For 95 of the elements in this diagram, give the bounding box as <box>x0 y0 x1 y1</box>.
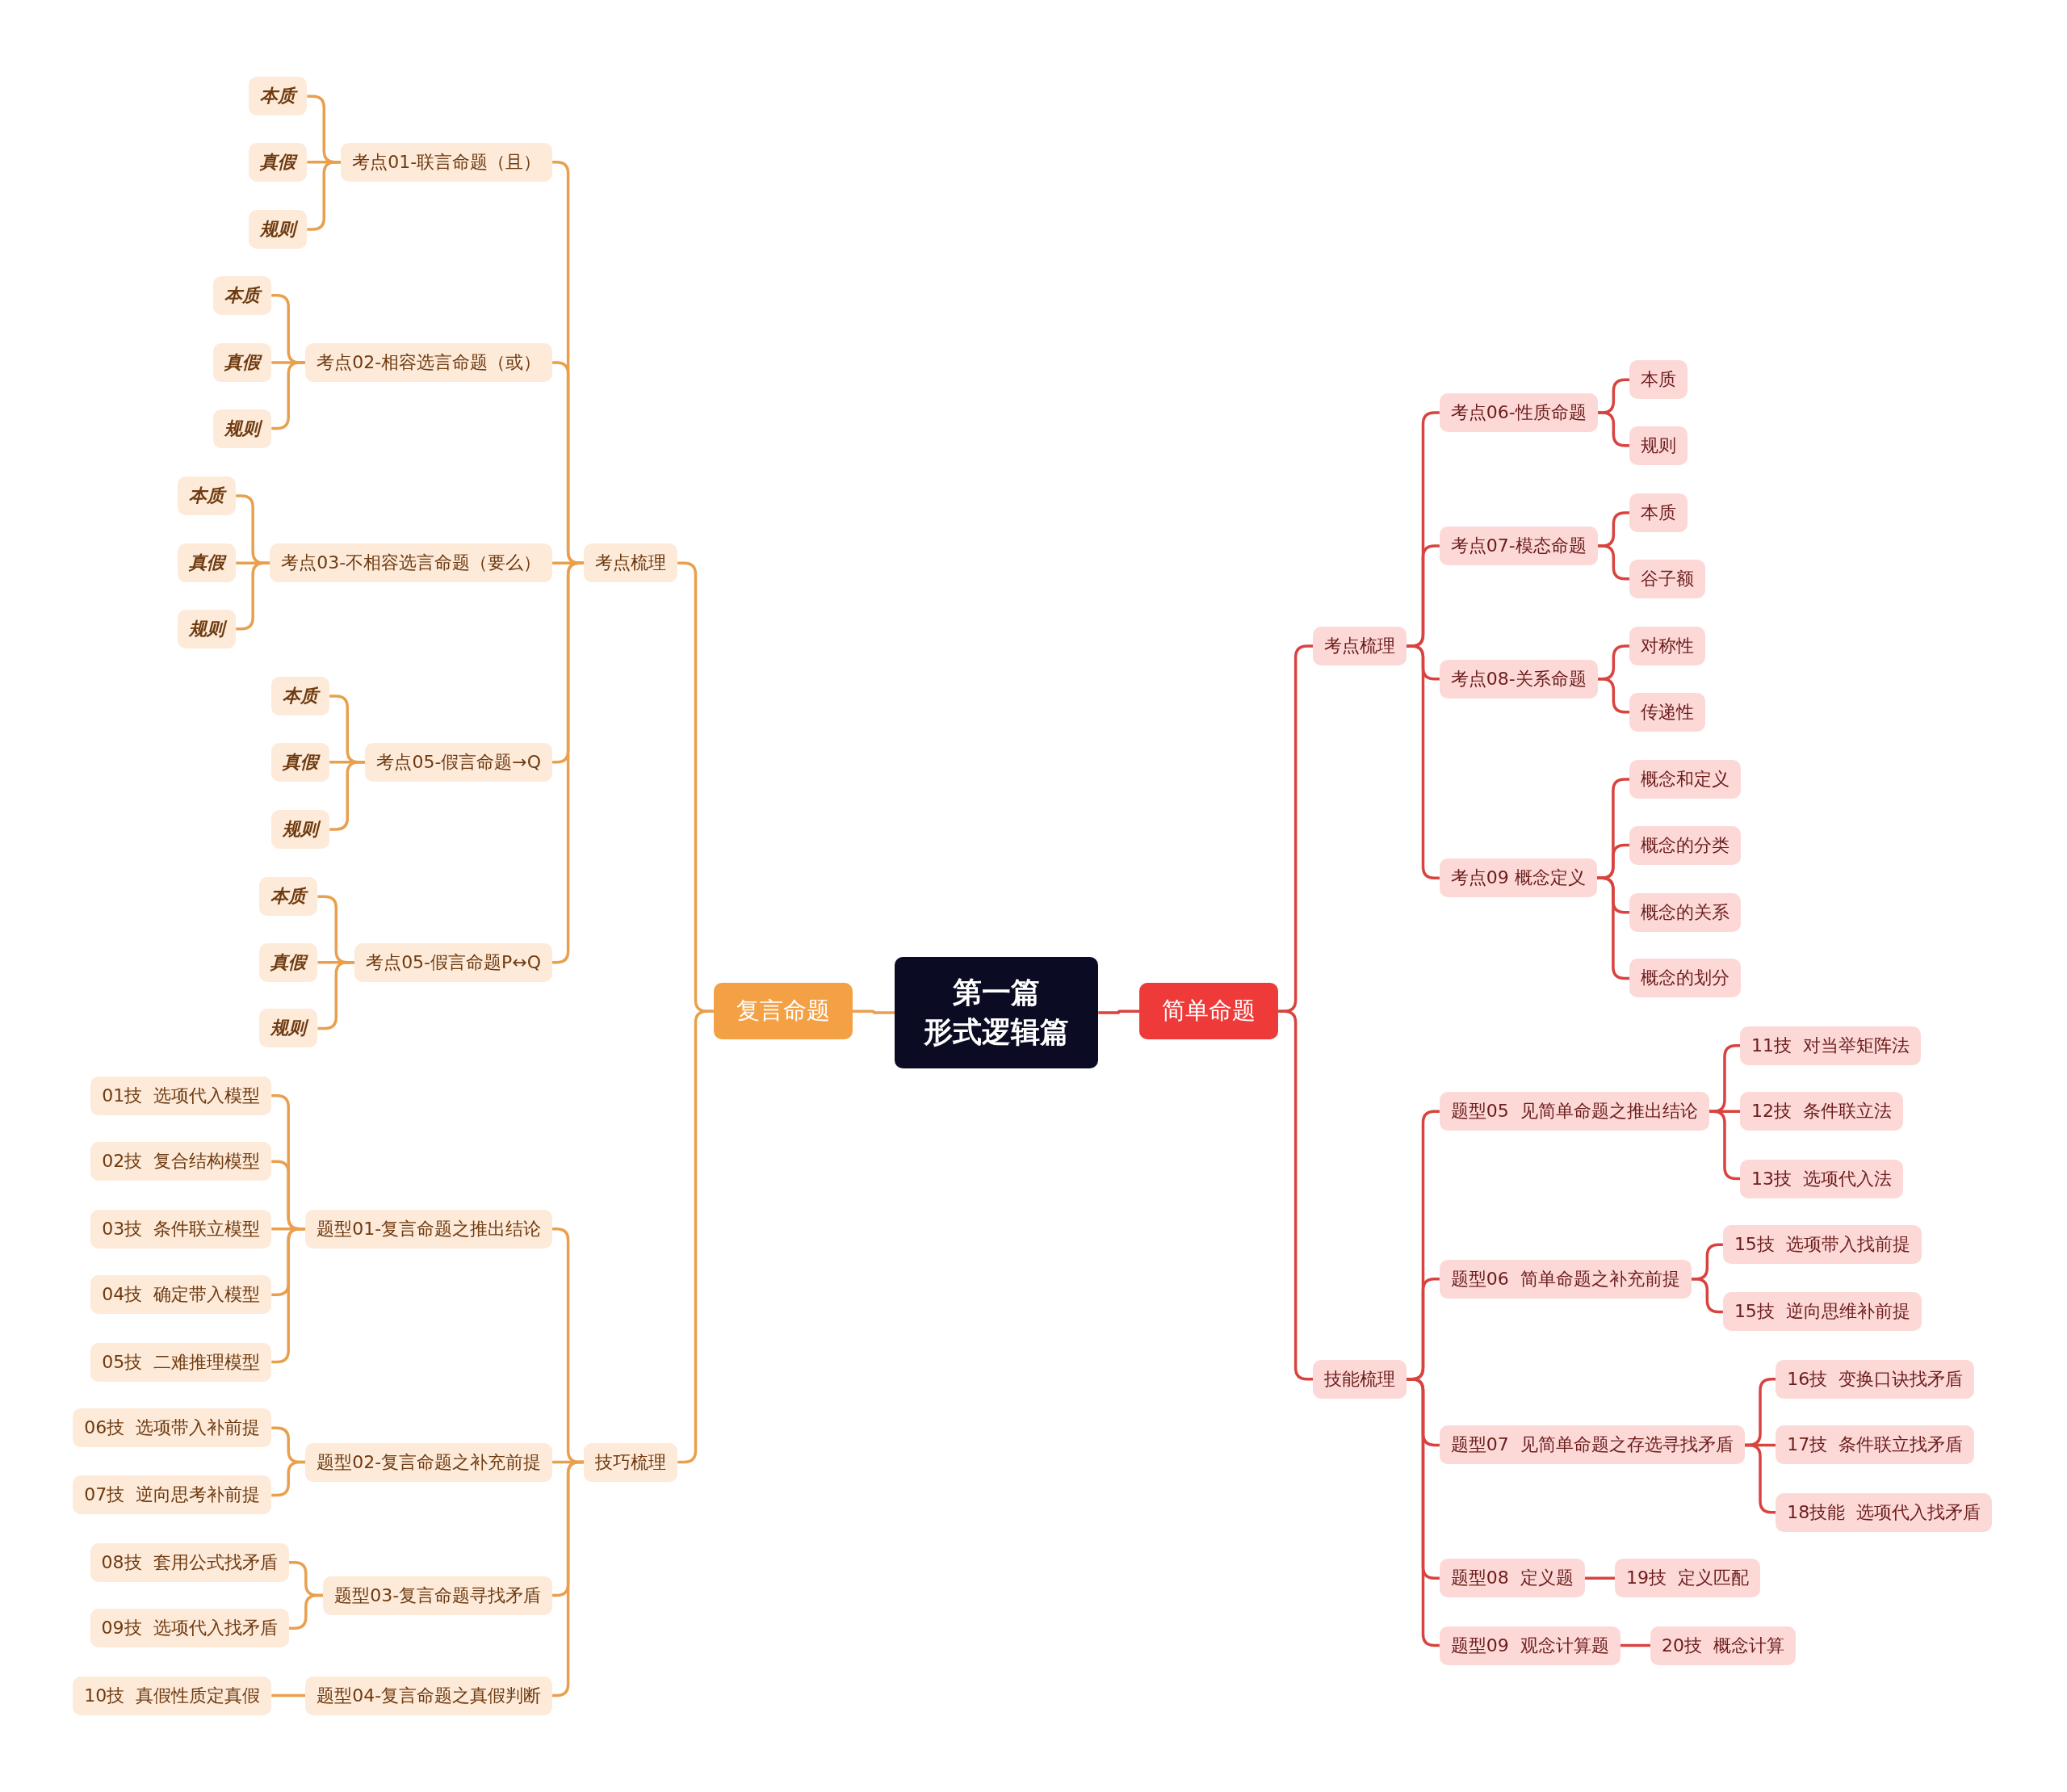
subtopic-box: 本质 <box>1629 493 1688 533</box>
subtopic-box: 15技 逆向思维补前提 <box>1722 1292 1922 1332</box>
subtopic-box: 考点06-性质命题 <box>1439 393 1598 432</box>
connector-line <box>1691 1277 1723 1314</box>
subtopic-box: 题型04-复言命题之真假判断 <box>305 1676 553 1715</box>
subtopic-box: 07技 逆向思考补前提 <box>73 1475 272 1515</box>
connector-line <box>271 361 306 430</box>
subtopic-box: 15技 选项带入找前提 <box>1722 1225 1922 1265</box>
connector-line <box>307 161 342 231</box>
subtopic-box: 05技 二难推理模型 <box>90 1342 272 1382</box>
subtopic-box: 谷子额 <box>1629 559 1705 598</box>
root-box: 第一篇 形式逻辑篇 <box>895 956 1099 1068</box>
subtopic-box: 概念的关系 <box>1629 892 1741 932</box>
subtopic-box: 题型09 观念计算题 <box>1439 1626 1620 1665</box>
subtopic-box: 13技 选项代入法 <box>1740 1159 1904 1198</box>
subtopic-box: 本质 <box>213 275 272 315</box>
subtopic-box: 真假 <box>259 942 318 982</box>
subtopic-box: 本质 <box>271 677 330 716</box>
subtopic-box: 规则 <box>259 1009 318 1048</box>
subtopic-box: 本质 <box>1629 360 1688 400</box>
subtopic-box: 本质 <box>178 476 237 515</box>
subtopic-box: 12技 条件联立法 <box>1740 1092 1904 1131</box>
subtopic-box: 规则 <box>1629 426 1688 465</box>
subtopic-box: 考点03-不相容选言命题（要么） <box>270 543 553 583</box>
subtopic-box: 20技 概念计算 <box>1650 1626 1797 1665</box>
subtopic-box: 06技 选项带入补前提 <box>73 1408 272 1448</box>
subtopic-box: 题型01-复言命题之推出结论 <box>305 1209 553 1249</box>
subtopic-box: 考点05-假言命题P↔Q <box>354 942 553 982</box>
subtopic-box: 规则 <box>178 609 237 648</box>
subtopic-box: 概念和定义 <box>1629 759 1741 799</box>
subtopic-box: 对称性 <box>1629 627 1705 665</box>
subtopic-box: 本质 <box>249 77 308 116</box>
subtopic-box: 规则 <box>213 409 272 448</box>
subtopic-box: 考点02-相容选言命题（或） <box>305 342 553 382</box>
connector-line <box>1407 644 1440 880</box>
subtopic-box: 考点梳理 <box>584 543 678 583</box>
subtopic-box: 题型02-复言命题之补充前提 <box>305 1442 553 1482</box>
topic-box: 复言命题 <box>713 983 853 1040</box>
subtopic-box: 考点01-联言命题（且） <box>341 142 553 182</box>
subtopic-box: 考点08-关系命题 <box>1439 659 1598 699</box>
connector-line <box>1597 544 1629 581</box>
subtopic-box: 19技 定义匹配 <box>1615 1559 1760 1598</box>
connector-line <box>1744 1443 1776 1514</box>
connector-line <box>271 1460 306 1497</box>
subtopic-box: 技能梳理 <box>1313 1359 1407 1399</box>
connector-line <box>852 1009 895 1014</box>
subtopic-box: 真假 <box>178 543 237 583</box>
connector-line <box>329 760 366 831</box>
connector-line <box>1596 876 1629 980</box>
subtopic-box: 本质 <box>259 877 318 917</box>
connector-line <box>1278 1009 1314 1381</box>
subtopic-box: 规则 <box>249 210 308 250</box>
subtopic-box: 题型05 见简单命题之推出结论 <box>1439 1092 1709 1131</box>
subtopic-box: 11技 对当举矩阵法 <box>1740 1026 1922 1065</box>
subtopic-box: 考点09 概念定义 <box>1439 858 1597 898</box>
topic-box: 简单命题 <box>1139 983 1279 1040</box>
connector-line <box>1407 1378 1440 1647</box>
subtopic-box: 考点07-模态命题 <box>1439 526 1598 565</box>
subtopic-box: 08技 套用公式找矛盾 <box>90 1542 289 1582</box>
subtopic-box: 规则 <box>271 809 330 849</box>
connector-line <box>1709 1110 1741 1181</box>
subtopic-box: 10技 真假性质定真假 <box>73 1676 272 1715</box>
connector-line <box>552 1460 585 1698</box>
connector-line <box>236 561 270 631</box>
subtopic-box: 09技 选项代入找矛盾 <box>90 1609 289 1648</box>
subtopic-box: 考点梳理 <box>1313 627 1407 665</box>
subtopic-box: 04技 确定带入模型 <box>90 1275 272 1315</box>
subtopic-box: 题型03-复言命题寻找矛盾 <box>323 1576 553 1615</box>
subtopic-box: 18技能 选项代入找矛盾 <box>1776 1492 1993 1532</box>
connector-line <box>1597 678 1629 714</box>
subtopic-box: 题型07 见简单命题之存选寻找矛盾 <box>1439 1425 1745 1465</box>
subtopic-box: 传递性 <box>1629 692 1705 732</box>
subtopic-box: 题型08 定义题 <box>1439 1559 1585 1598</box>
subtopic-box: 题型06 简单命题之补充前提 <box>1439 1259 1692 1299</box>
subtopic-box: 真假 <box>249 142 308 182</box>
subtopic-box: 概念的划分 <box>1629 959 1741 998</box>
connector-line <box>677 1009 714 1464</box>
connector-line <box>1620 1643 1651 1647</box>
connector-line <box>1597 411 1629 447</box>
subtopic-box: 技巧梳理 <box>584 1442 678 1482</box>
connector-line <box>1584 1576 1615 1580</box>
connector-line <box>271 1227 306 1364</box>
connector-line <box>317 961 355 1030</box>
subtopic-box: 概念的分类 <box>1629 825 1741 865</box>
subtopic-box: 01技 选项代入模型 <box>90 1076 272 1115</box>
connector-line <box>271 1693 306 1698</box>
subtopic-box: 03技 条件联立模型 <box>90 1209 272 1249</box>
subtopic-box: 02技 复合结构模型 <box>90 1142 272 1181</box>
subtopic-box: 考点05-假言命题→Q <box>365 742 553 782</box>
subtopic-box: 真假 <box>271 742 330 782</box>
subtopic-box: 16技 变换口诀找矛盾 <box>1776 1359 1975 1399</box>
connector-line <box>288 1593 324 1630</box>
subtopic-box: 真假 <box>213 342 272 382</box>
connector-line <box>1098 1009 1140 1014</box>
subtopic-box: 17技 条件联立找矛盾 <box>1776 1425 1975 1465</box>
